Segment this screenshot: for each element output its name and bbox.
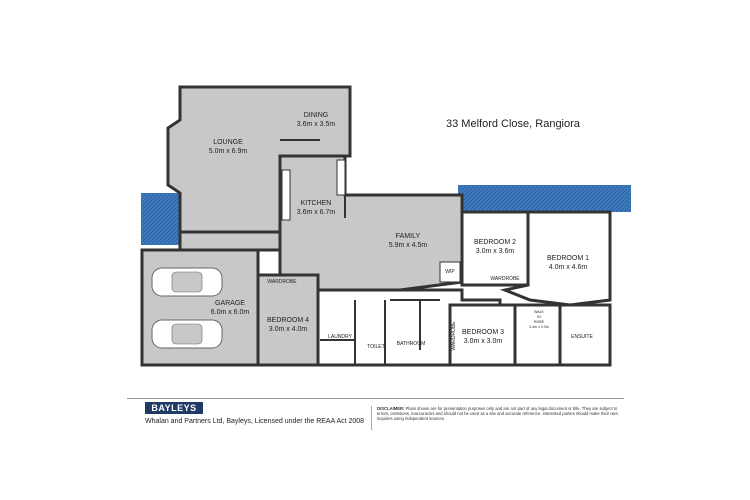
disclaimer-title: DISCLAIMER:	[377, 406, 405, 411]
kitchen-label: KITCHEN	[301, 200, 332, 207]
bedroom4-dims: 3.0m x 4.0m	[269, 326, 308, 333]
bedroom1-floor	[499, 210, 612, 307]
bedroom2-label: BEDROOM 2	[474, 239, 516, 246]
garage-dims: 6.0m x 6.0m	[211, 309, 250, 316]
disclaimer: DISCLAIMER: Plans shown are for presenta…	[377, 406, 627, 421]
family-label: FAMILY	[396, 233, 421, 240]
dining-label: DINING	[304, 112, 329, 119]
wip-box	[439, 261, 461, 283]
dining-dims: 3.6m x 3.5m	[297, 121, 336, 128]
ensuite-floor	[558, 303, 612, 367]
bedroom3-dims: 3.0m x 3.0m	[464, 338, 503, 345]
laundry-label: LAUNDRY	[328, 334, 352, 340]
deck-west	[141, 193, 180, 245]
footer-divider	[371, 406, 372, 430]
property-address: 33 Melford Close, Rangiora	[446, 118, 580, 130]
garage-label: GARAGE	[215, 300, 245, 307]
bayleys-logo: BAYLEYS	[145, 402, 203, 414]
car-bottom	[151, 319, 223, 349]
bedroom2-dims: 3.0m x 3.6m	[476, 248, 515, 255]
bedroom1-dims: 4.0m x 4.6m	[549, 264, 588, 271]
license-text: Whalan and Partners Ltd, Bayleys, Licens…	[145, 418, 365, 425]
deck-east	[458, 185, 631, 212]
wardrobe-b3-label: WARDROBE	[451, 321, 457, 351]
family-floor	[278, 154, 464, 292]
kitchen-bench	[281, 169, 291, 221]
lounge-label: LOUNGE	[213, 139, 243, 146]
kitchen-island	[336, 159, 346, 196]
entry-floor	[178, 230, 282, 252]
footer-rule	[127, 398, 624, 399]
family-dims: 5.9m x 4.5m	[389, 242, 428, 249]
walk-in-dims: 2.4m x 2.0m	[529, 325, 548, 329]
bedroom4-label: BEDROOM 4	[267, 317, 309, 324]
car-top	[151, 267, 223, 297]
wardrobe-b2-label: WARDROBE	[490, 276, 520, 282]
bedroom1-label: BEDROOM 1	[547, 255, 589, 262]
walk-in-robe-floor	[513, 303, 562, 367]
wip-label: WIP	[445, 269, 455, 275]
bathroom-label: BATHROOM	[397, 341, 426, 347]
walk-in-label-2: IN	[537, 315, 541, 319]
lounge-dims: 5.0m x 6.9m	[209, 148, 248, 155]
disclaimer-text: Plans shown are for presentation purpose…	[377, 406, 618, 421]
walk-in-label-3: ROBE	[534, 320, 545, 324]
bedroom3-label: BEDROOM 3	[462, 329, 504, 336]
toilet-label: TOILET	[367, 344, 384, 350]
walk-in-label-1: WALK	[534, 310, 544, 314]
kitchen-dims: 3.6m x 6.7m	[297, 209, 336, 216]
ensuite-label: ENSUITE	[571, 334, 593, 340]
wardrobe-label: WARDROBE	[267, 279, 297, 285]
